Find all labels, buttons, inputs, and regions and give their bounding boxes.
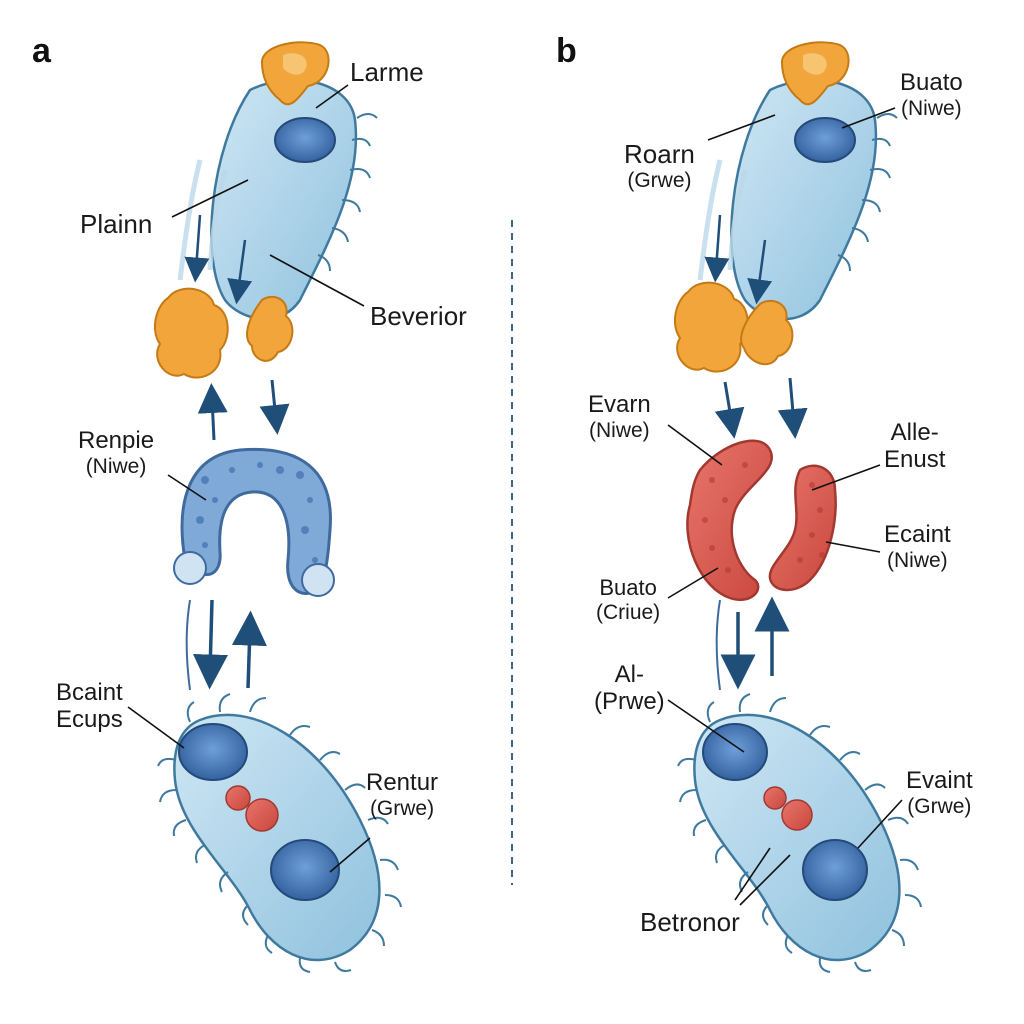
label-renpie-name: Renpie: [78, 427, 154, 454]
label-al-line1: Al-: [594, 662, 665, 689]
label-roarn-name: Roarn: [624, 139, 695, 169]
label-al-line2: (Prwe): [594, 689, 665, 716]
nucleus-icon: [275, 118, 335, 162]
panel-letter-b: b: [556, 32, 577, 71]
label-renpie-sub: (Niwe): [78, 455, 154, 479]
label-bcaint-line2: Ecups: [56, 707, 123, 734]
label-evarn-name: Evarn: [588, 391, 651, 418]
label-buato-bottom-name: Buato: [599, 575, 657, 600]
label-betronor: Betronor: [640, 908, 740, 937]
label-al: Al- (Prwe): [594, 662, 665, 716]
label-beverior: Beverior: [370, 302, 467, 331]
label-ecaint-sub: (Niwe): [884, 549, 951, 573]
bottom-cell-a: [158, 694, 401, 972]
label-buato-top-name: Buato: [900, 69, 963, 96]
panel-a-graphics: [128, 42, 401, 972]
panel-b-graphics: [668, 42, 921, 972]
nucleus-icon: [803, 840, 867, 900]
red-organelle-icon: [246, 799, 278, 831]
nucleus-icon: [795, 118, 855, 162]
label-buato-bottom: Buato (Criue): [596, 576, 660, 624]
label-bcaint: Bcaint Ecups: [56, 680, 123, 734]
label-renpie: Renpie (Niwe): [78, 428, 154, 478]
red-cell-left-b: [687, 441, 771, 600]
label-evarn: Evarn (Niwe): [588, 392, 651, 442]
label-ecaint-name: Ecaint: [884, 521, 951, 548]
label-evaint: Evaint (Grwe): [906, 768, 973, 818]
label-ecaint: Ecaint (Niwe): [884, 522, 951, 572]
label-evarn-sub: (Niwe): [588, 419, 651, 443]
label-alle-line2: Enust: [884, 447, 945, 474]
label-roarn: Roarn (Grwe): [624, 140, 695, 193]
label-buato-top-sub: (Niwe): [900, 97, 963, 121]
orange-clump-icon: [675, 283, 748, 372]
label-roarn-sub: (Grwe): [624, 169, 695, 193]
nucleus-icon: [703, 724, 767, 780]
label-larme: Larme: [350, 58, 424, 87]
label-rentur-sub: (Grwe): [366, 797, 438, 821]
label-buato-bottom-sub: (Criue): [596, 601, 660, 625]
nucleus-icon: [179, 724, 247, 780]
label-rentur: Rentur (Grwe): [366, 770, 438, 820]
label-bcaint-line1: Bcaint: [56, 680, 123, 707]
panel-letter-a: a: [32, 32, 51, 71]
orange-clump-icon: [741, 301, 792, 364]
red-organelle-icon: [782, 800, 812, 830]
orange-clump-icon: [155, 289, 228, 378]
red-organelle-icon: [764, 787, 786, 809]
label-plainn: Plainn: [80, 210, 152, 239]
top-cell-b: [700, 42, 897, 319]
label-alle-line1: Alle-: [884, 420, 945, 447]
red-organelle-icon: [226, 786, 250, 810]
label-buato-top: Buato (Niwe): [900, 70, 963, 120]
label-alle: Alle- Enust: [884, 420, 945, 474]
u-shaped-cell-a: [174, 449, 334, 596]
label-rentur-name: Rentur: [366, 769, 438, 796]
nucleus-icon: [271, 840, 339, 900]
top-cell-a: [180, 42, 377, 319]
label-evaint-name: Evaint: [906, 767, 973, 794]
label-evaint-sub: (Grwe): [906, 795, 973, 819]
